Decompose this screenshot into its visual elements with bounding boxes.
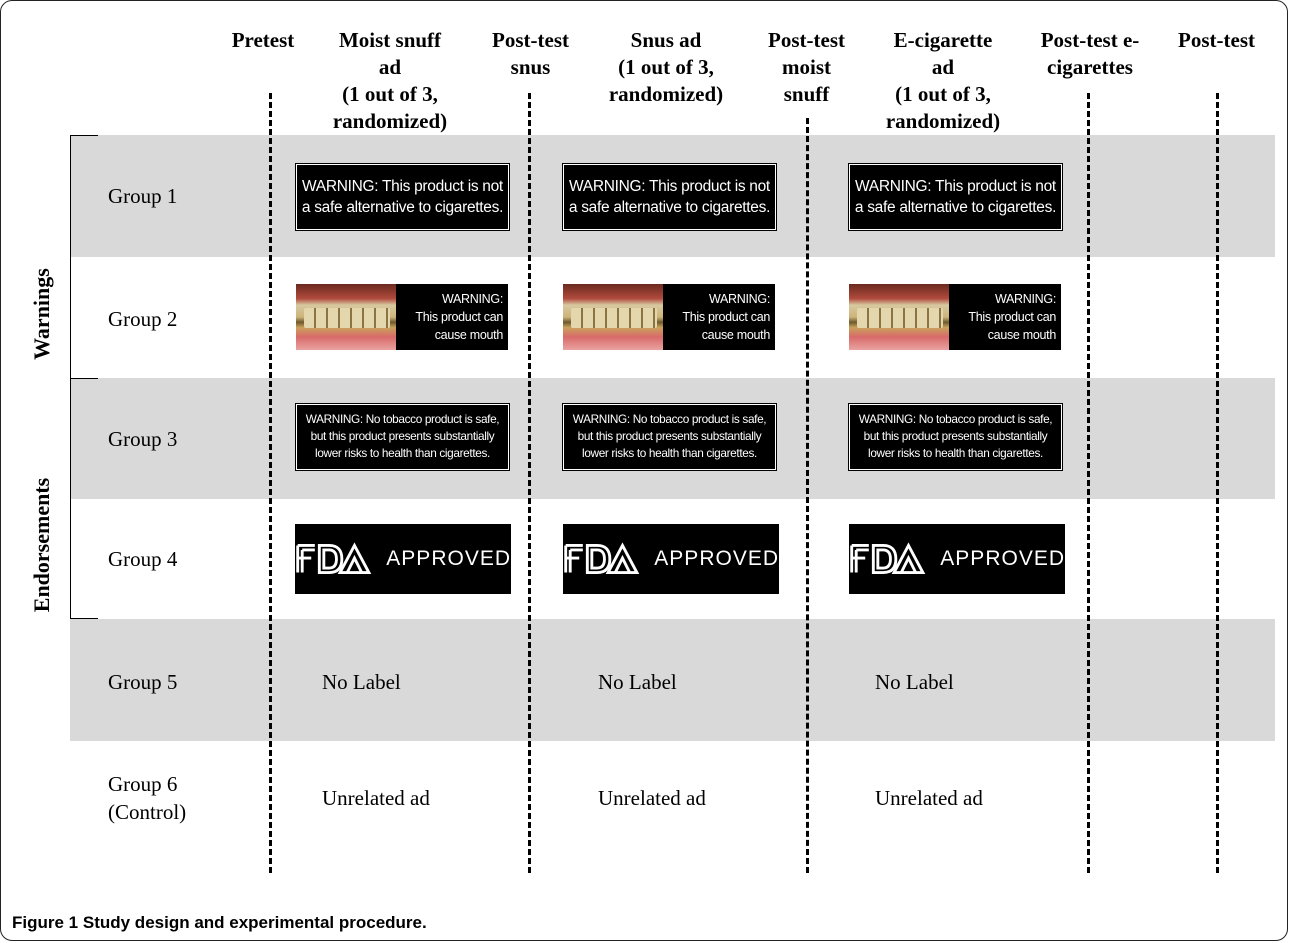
unrelated-ad-ecig: Unrelated ad [875,786,983,810]
no-label-moist-snuff: No Label [322,670,401,694]
fda-logo-icon [296,542,372,574]
timeline-dash-posttest-moist-snuff [806,118,809,873]
unrelated-ad-snus: Unrelated ad [598,786,706,810]
col-head-pretest: Pretest [231,28,295,52]
fda-logo-icon [564,542,640,574]
mouth-photo-icon [296,284,396,350]
warning-label-lower-risk-ecig: WARNING: No tobacco product is safe,but … [848,403,1063,471]
timeline-dash-pretest [269,93,272,873]
timeline-dash-posttest [1216,93,1219,873]
timeline-dash-posttest-snus [528,93,531,873]
group-label-5: Group 5 [108,670,178,694]
no-label-snus: No Label [598,670,677,694]
timeline-dash-posttest-ecig [1087,93,1090,873]
group-label-3: Group 3 [108,427,178,451]
figure-caption: Figure 1 Study design and experimental p… [12,913,427,932]
unrelated-ad-moist-snuff: Unrelated ad [322,786,430,810]
category-warnings: Warnings [29,268,54,360]
fda-approved-label-snus: APPROVED [563,524,779,594]
warnings-bracket [70,135,98,379]
col-head-posttest-ecig: Post-test e-cigarettes [1040,28,1140,79]
col-head-snus-ad: Snus ad(1 out of 3, randomized) [608,28,724,106]
col-head-posttest: Post-test [1178,28,1255,52]
group-label-2: Group 2 [108,307,178,331]
warning-label-lower-risk-snus: WARNING: No tobacco product is safe,but … [562,403,777,471]
group-label-1: Group 1 [108,184,178,208]
fda-approved-label-moist-snuff: APPROVED [295,524,511,594]
no-label-ecig: No Label [875,670,954,694]
endorsements-bracket [70,378,98,619]
group-label-4: Group 4 [108,547,178,571]
category-endorsements: Endorsements [29,477,54,613]
warning-label-lower-risk-moist-snuff: WARNING: No tobacco product is safe,but … [295,403,510,471]
mouth-photo-icon [849,284,949,350]
fda-approved-label-ecig: APPROVED [849,524,1065,594]
group-label-6: Group 6(Control) [108,772,187,824]
mouth-photo-icon [563,284,663,350]
fda-logo-icon [850,542,926,574]
